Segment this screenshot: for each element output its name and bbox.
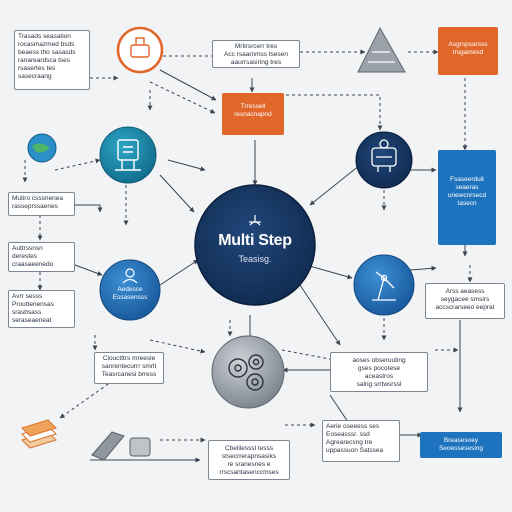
blue-robot-circle-right — [353, 254, 415, 316]
connector — [299, 284, 341, 346]
connector — [149, 339, 206, 354]
note-left-bottom: Avrr sesss Prouttenensas srasbsass seras… — [8, 290, 75, 328]
note-left-mid: Mutiro csssnenea rasseprssaenes — [8, 192, 75, 216]
blue-user-icon — [122, 268, 138, 284]
note-left-lower: Auttrssnsn derestes craasaeenedo — [8, 242, 75, 272]
gear-cluster-circle — [211, 335, 285, 409]
connector — [159, 174, 195, 213]
connector — [409, 265, 437, 271]
connector — [149, 81, 216, 114]
navy-lab-icon — [371, 139, 397, 172]
gray-triangle-icon — [357, 26, 406, 73]
connector — [159, 259, 199, 286]
orange-task-box: Trressell resnacnapnd — [222, 93, 284, 135]
globe-icon — [27, 133, 57, 163]
connector — [159, 69, 217, 101]
note-top-center: Mrtirsrcerr tres Acc rsaarnmss tsesen aa… — [212, 40, 300, 68]
hub-circle — [194, 184, 316, 306]
note-bottom-right-center: aoses obseruuting gses pocotese aceastro… — [330, 352, 428, 392]
blue-user-circle-left — [99, 259, 161, 321]
blue-processing-box: Breasesoey Seoessesesing — [420, 432, 502, 458]
note-bottom-right: Aerie oseeess ses Eoseasssr. ssd Agreare… — [322, 420, 400, 462]
connector — [167, 159, 206, 172]
blue-info-panel: Fsaseerduit seaeras unewcnrsecd tasecn — [438, 150, 496, 245]
note-bottom-left-center: Clouctttrs mreesle sanrentecurrr smrlt T… — [94, 352, 164, 384]
connector — [309, 164, 361, 206]
teal-device-icon — [115, 139, 141, 171]
paper-stack-icon — [21, 419, 57, 449]
navy-lab-circle — [355, 131, 413, 189]
connector — [54, 158, 101, 171]
gear-cluster-icon — [228, 354, 264, 391]
note-right-mid: Arss aeasess seygacee smsirs accscrarsee… — [425, 283, 505, 319]
hub-subtitle: Teasisg. — [238, 254, 272, 264]
note-bottom-center: Cbelilesssl tesss stsecrrerapnsasiks re … — [208, 440, 290, 480]
connector — [74, 264, 103, 276]
connector — [75, 204, 103, 213]
connector — [305, 264, 353, 280]
solid-connectors — [74, 69, 468, 463]
orange-output-box: Asgrspsarsss trsgamesd — [438, 27, 498, 75]
robot-tool-icon-bottom — [91, 431, 151, 461]
robot-arm-icon — [372, 271, 396, 301]
hub-title: Multi Step — [218, 232, 292, 249]
connector — [281, 349, 336, 362]
note-top-left: Trasads seasation rocasmazmed bsds beaes… — [14, 30, 90, 90]
left-circle-label: Aedesce Essasensss — [112, 286, 148, 301]
teal-device-circle — [99, 126, 157, 184]
hub-lamp-icon — [249, 215, 261, 226]
orange-tools-circle — [116, 26, 164, 74]
connector — [280, 94, 383, 131]
orange-tools-icon — [130, 37, 150, 58]
